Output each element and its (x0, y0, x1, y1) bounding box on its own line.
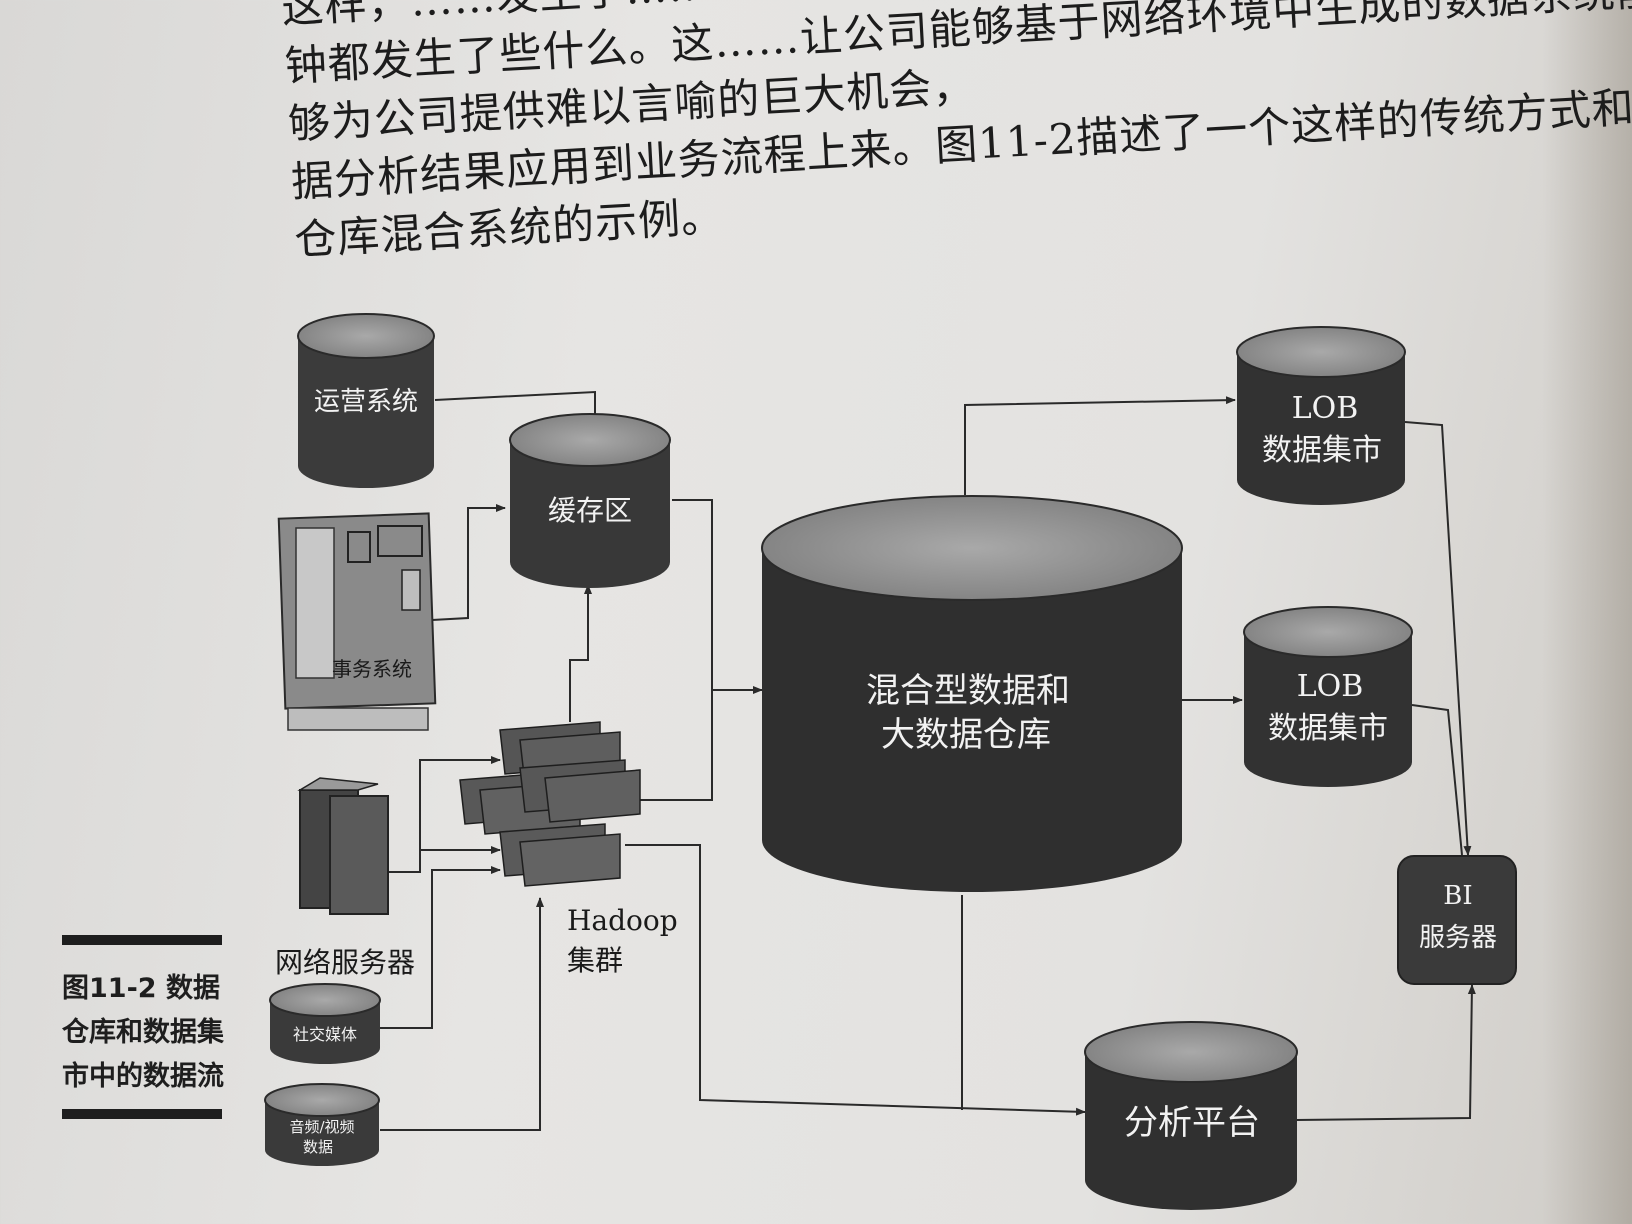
edge-hadoop-to-staging (569, 584, 592, 722)
social-media-node: 社交媒体 (269, 983, 381, 1064)
caption-line: 市中的数据流 (62, 1061, 224, 1092)
social-media-label: 社交媒体 (293, 1025, 357, 1044)
audio-video-node: 音频/视频 数据 (264, 1083, 380, 1166)
lob-data-mart-1-label: LOB (1292, 391, 1359, 426)
staging-area-label: 缓存区 (548, 494, 632, 527)
transaction-system-label: 事务系统 (332, 657, 412, 681)
lob-data-mart-2-node: LOB 数据集市 (1243, 606, 1413, 787)
caption-rule-top (62, 935, 222, 945)
web-servers-label: 网络服务器 (275, 946, 415, 979)
edge-transactions-to-staging (431, 504, 506, 621)
edge-analytics-to-bi (1295, 984, 1476, 1121)
edge-social-to-hadoop (380, 866, 501, 1029)
staging-area-node: 缓存区 (509, 413, 671, 588)
hadoop-label: Hadoop (567, 904, 678, 937)
edge-lob2-to-bi (1411, 704, 1463, 856)
server-tower-icon (329, 795, 389, 915)
edge-hadoop-to-analytics (625, 844, 1086, 1116)
edge-av-to-hadoop (380, 897, 544, 1131)
bi-server-label: BI (1443, 881, 1472, 911)
page-edge-shadow (1542, 0, 1632, 1224)
hybrid-warehouse-label: 混合型数据和 (866, 671, 1070, 711)
edge-web-to-hadoop-1 (385, 756, 501, 873)
analytics-platform-node: 分析平台 (1084, 1021, 1298, 1210)
edge-web-to-hadoop-2 (419, 846, 501, 872)
hadoop-cluster-node (459, 721, 641, 887)
operations-system-label: 运营系统 (314, 387, 418, 417)
edge-lob1-to-bi (1404, 421, 1472, 856)
bi-server-label-2: 服务器 (1419, 923, 1497, 953)
audio-video-label: 音频/视频 (289, 1118, 354, 1136)
edge-warehouse-to-lob1 (964, 396, 1236, 495)
audio-video-label-2: 数据 (303, 1138, 333, 1156)
caption-text: 图11-2 数据 仓库和数据集 市中的数据流 (62, 967, 232, 1099)
web-servers-node: 网络服务器 (275, 777, 415, 979)
lob-data-mart-2-label-2: 数据集市 (1268, 711, 1388, 746)
lob-data-mart-1-label-2: 数据集市 (1262, 433, 1382, 468)
analytics-platform-label: 分析平台 (1124, 1103, 1260, 1143)
hadoop-label-2: 集群 (567, 944, 623, 977)
hybrid-warehouse-label-2: 大数据仓库 (881, 715, 1051, 755)
transaction-system-node: 事务系统 (277, 512, 437, 731)
edge-staging-to-warehouse (672, 499, 763, 694)
card-slot-icon (295, 527, 335, 679)
bi-server-node: BI 服务器 (1397, 855, 1517, 985)
connectors (380, 390, 1476, 1131)
caption-line: 图11-2 数据 (62, 973, 220, 1004)
caption-rule-bottom (62, 1109, 222, 1119)
edge-hadoop-to-warehouse (640, 690, 713, 801)
caption-line: 仓库和数据集 (62, 1017, 224, 1048)
figure-caption: 图11-2 数据 仓库和数据集 市中的数据流 (62, 935, 232, 1119)
lob-data-mart-1-node: LOB 数据集市 (1236, 326, 1406, 505)
hybrid-warehouse-node: 混合型数据和 大数据仓库 (761, 495, 1183, 892)
operations-system-node: 运营系统 (297, 313, 435, 488)
lob-data-mart-2-label: LOB (1297, 669, 1364, 704)
